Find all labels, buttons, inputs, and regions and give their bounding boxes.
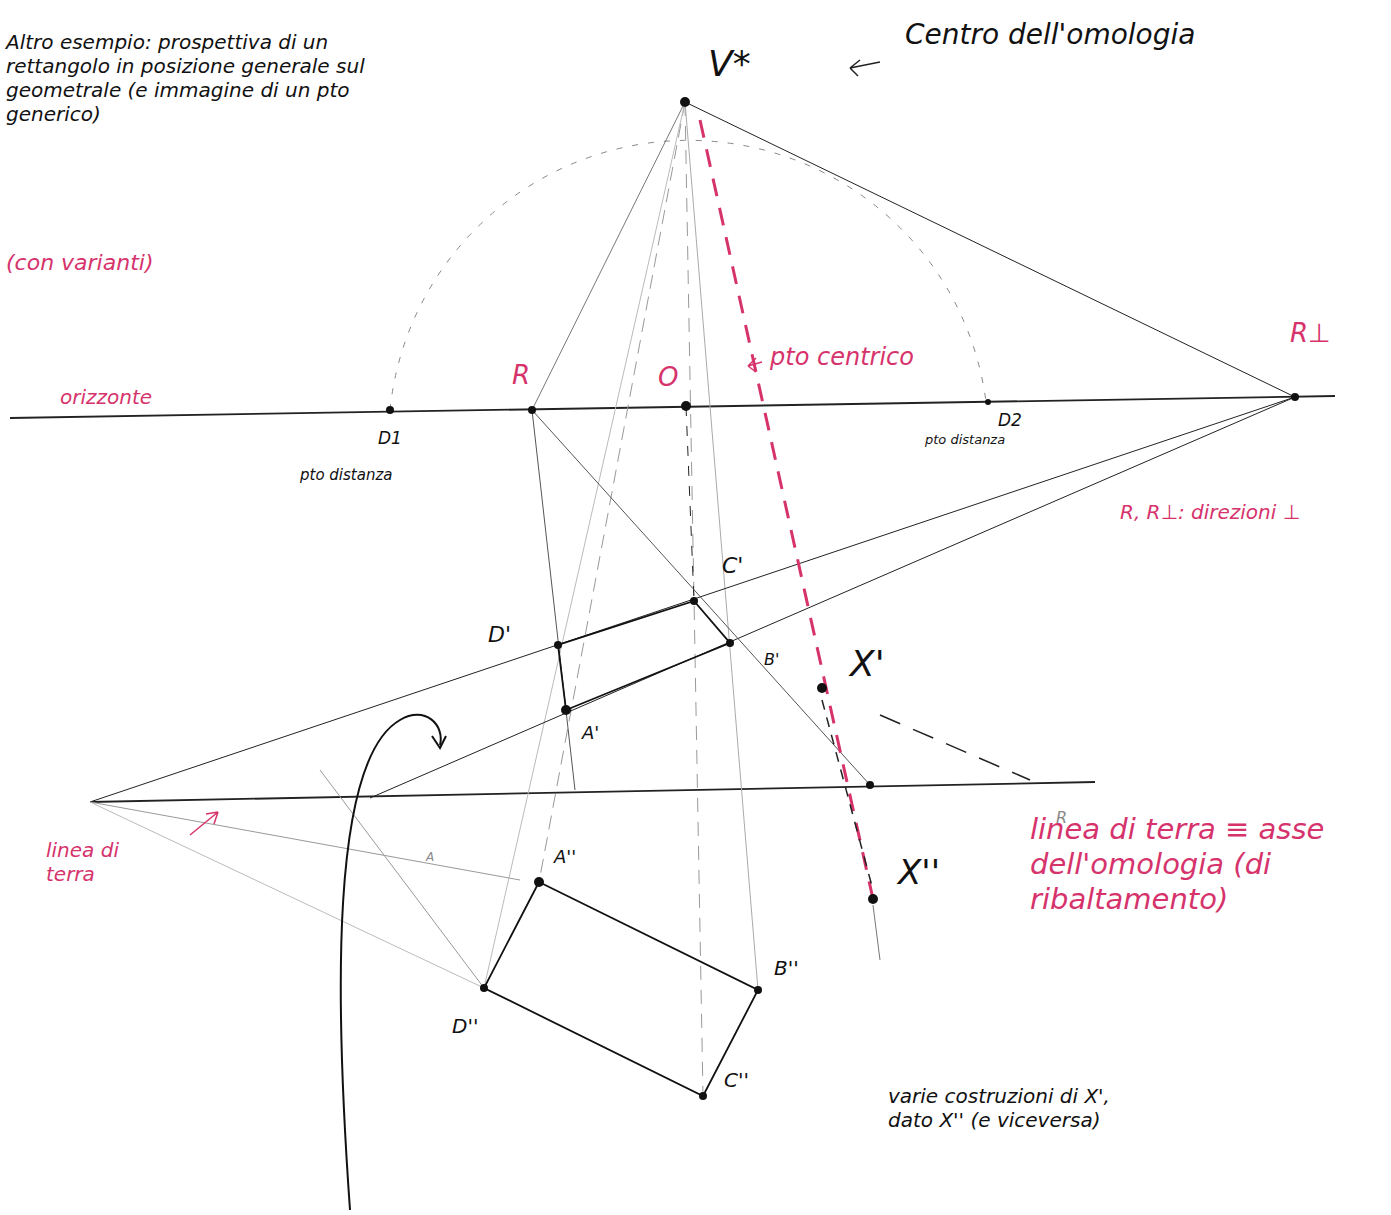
note-label: B'' [774, 956, 799, 980]
note-label: varie costruzioni di X', dato X'' (e vic… [888, 1084, 1143, 1132]
note-label: linea di terra [46, 838, 166, 886]
point [866, 781, 874, 789]
curved-arrow [341, 715, 441, 1210]
point [817, 683, 827, 693]
note-label: A'' [554, 846, 576, 868]
arrow-head [432, 736, 446, 748]
note-label: B' [764, 650, 779, 669]
construction-line [880, 715, 1030, 780]
note-label: pto distanza [300, 466, 393, 484]
construction-line [873, 905, 880, 960]
rabatted-rectangle [484, 882, 758, 1096]
construction-line [539, 102, 685, 882]
construction-line [484, 102, 685, 988]
ground-line [90, 782, 1095, 802]
construction-line [686, 406, 694, 601]
construction-line [822, 700, 873, 890]
note-label: A' [582, 722, 599, 744]
pointer-arrow [850, 60, 880, 76]
construction-line [532, 102, 685, 410]
point [528, 406, 536, 414]
point [681, 401, 691, 411]
pointer-arrow [190, 812, 218, 835]
point [868, 894, 878, 904]
note-label: C'' [724, 1068, 749, 1092]
construction-line [90, 802, 484, 988]
pointer-arrow [748, 358, 762, 372]
construction-line [685, 102, 758, 990]
note-label: D2 [998, 410, 1022, 430]
note-label: V* [708, 42, 751, 85]
point [534, 877, 544, 887]
point [754, 986, 762, 994]
point [690, 597, 698, 605]
point [554, 641, 562, 649]
point [386, 406, 394, 414]
note-label: X' [850, 642, 885, 685]
construction-line [685, 102, 1295, 397]
construction-line [90, 802, 520, 880]
note-label: D' [488, 622, 511, 648]
horizon-line [10, 396, 1335, 418]
note-label: R [512, 360, 530, 391]
point [1291, 393, 1299, 401]
construction-line [532, 410, 575, 790]
point [726, 639, 734, 647]
homology-ray [700, 120, 873, 899]
note-label: (con varianti) [6, 250, 153, 276]
perspective-rectangle [558, 601, 730, 710]
note-label: Altro esempio: prospettiva di un rettang… [6, 30, 406, 126]
note-label: orizzonte [60, 385, 152, 409]
note-label: D1 [378, 428, 402, 448]
note-label: C' [722, 553, 743, 579]
point [480, 984, 488, 992]
point [699, 1092, 707, 1100]
note-label: pto centrico [770, 343, 914, 372]
note-label: R⊥ [1290, 318, 1331, 349]
note-label: X'' [898, 852, 940, 893]
note-label: D'' [452, 1014, 478, 1038]
note-label: A [426, 850, 434, 864]
note-label: Centro dell'omologia [905, 18, 1195, 52]
construction-line [532, 410, 870, 785]
point [561, 705, 571, 715]
note-label: R, R⊥: direzioni ⊥ [1120, 500, 1350, 524]
note-label: O [658, 362, 678, 393]
construction-line [685, 102, 703, 1096]
construction-line [90, 397, 1295, 802]
note-label: pto distanza [925, 432, 1005, 448]
note-label: linea di terra ≡ asse dell'omologia (di … [1030, 812, 1385, 916]
point [985, 399, 991, 405]
point [680, 97, 690, 107]
